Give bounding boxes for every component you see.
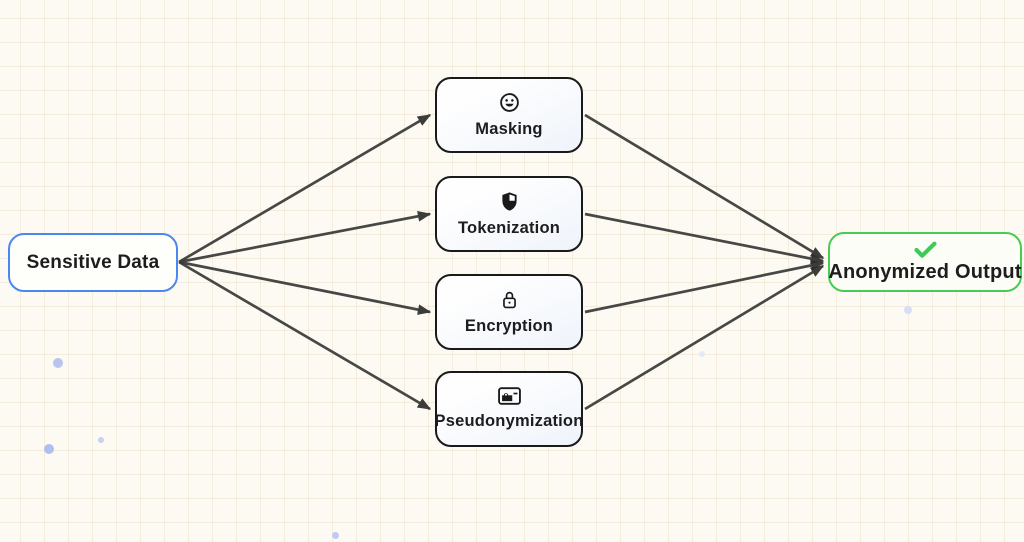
edge-tokenization-to-output[interactable] bbox=[584, 212, 825, 264]
edge-masking-to-output[interactable] bbox=[584, 113, 825, 260]
node-pseudonymization[interactable]: Pseudonymization bbox=[435, 371, 583, 447]
node-masking[interactable]: Masking bbox=[435, 77, 583, 153]
node-anonymized-output[interactable]: Anonymized Output bbox=[828, 232, 1022, 292]
smiley-icon bbox=[499, 92, 520, 113]
node-label: Tokenization bbox=[457, 218, 560, 237]
node-label: Sensitive Data bbox=[26, 251, 160, 273]
check-icon bbox=[913, 241, 938, 259]
shield-icon bbox=[500, 191, 519, 212]
node-label: Encryption bbox=[464, 316, 554, 335]
edge-sensitive-to-tokenization[interactable] bbox=[178, 210, 432, 264]
background-dot bbox=[904, 306, 912, 314]
node-encryption[interactable]: Encryption bbox=[435, 274, 583, 350]
background-dot bbox=[98, 437, 104, 443]
lock-icon bbox=[500, 289, 519, 310]
edge-sensitive-to-encryption[interactable] bbox=[178, 260, 432, 315]
edge-pseudonymization-to-output[interactable] bbox=[584, 264, 825, 411]
background-dot bbox=[332, 532, 339, 539]
edge-encryption-to-output[interactable] bbox=[584, 260, 825, 314]
node-label: Masking bbox=[475, 119, 543, 138]
node-sensitive-data[interactable]: Sensitive Data bbox=[8, 233, 178, 292]
background-dot bbox=[699, 351, 705, 357]
node-label: Pseudonymization bbox=[434, 412, 584, 431]
id-card-icon bbox=[497, 387, 521, 405]
node-tokenization[interactable]: Tokenization bbox=[435, 176, 583, 252]
background-dot bbox=[44, 444, 54, 454]
edge-sensitive-to-masking[interactable] bbox=[178, 113, 432, 264]
background-dot bbox=[53, 358, 63, 368]
edge-sensitive-to-pseudonymization[interactable] bbox=[178, 260, 432, 411]
node-label: Anonymized Output bbox=[828, 260, 1022, 283]
